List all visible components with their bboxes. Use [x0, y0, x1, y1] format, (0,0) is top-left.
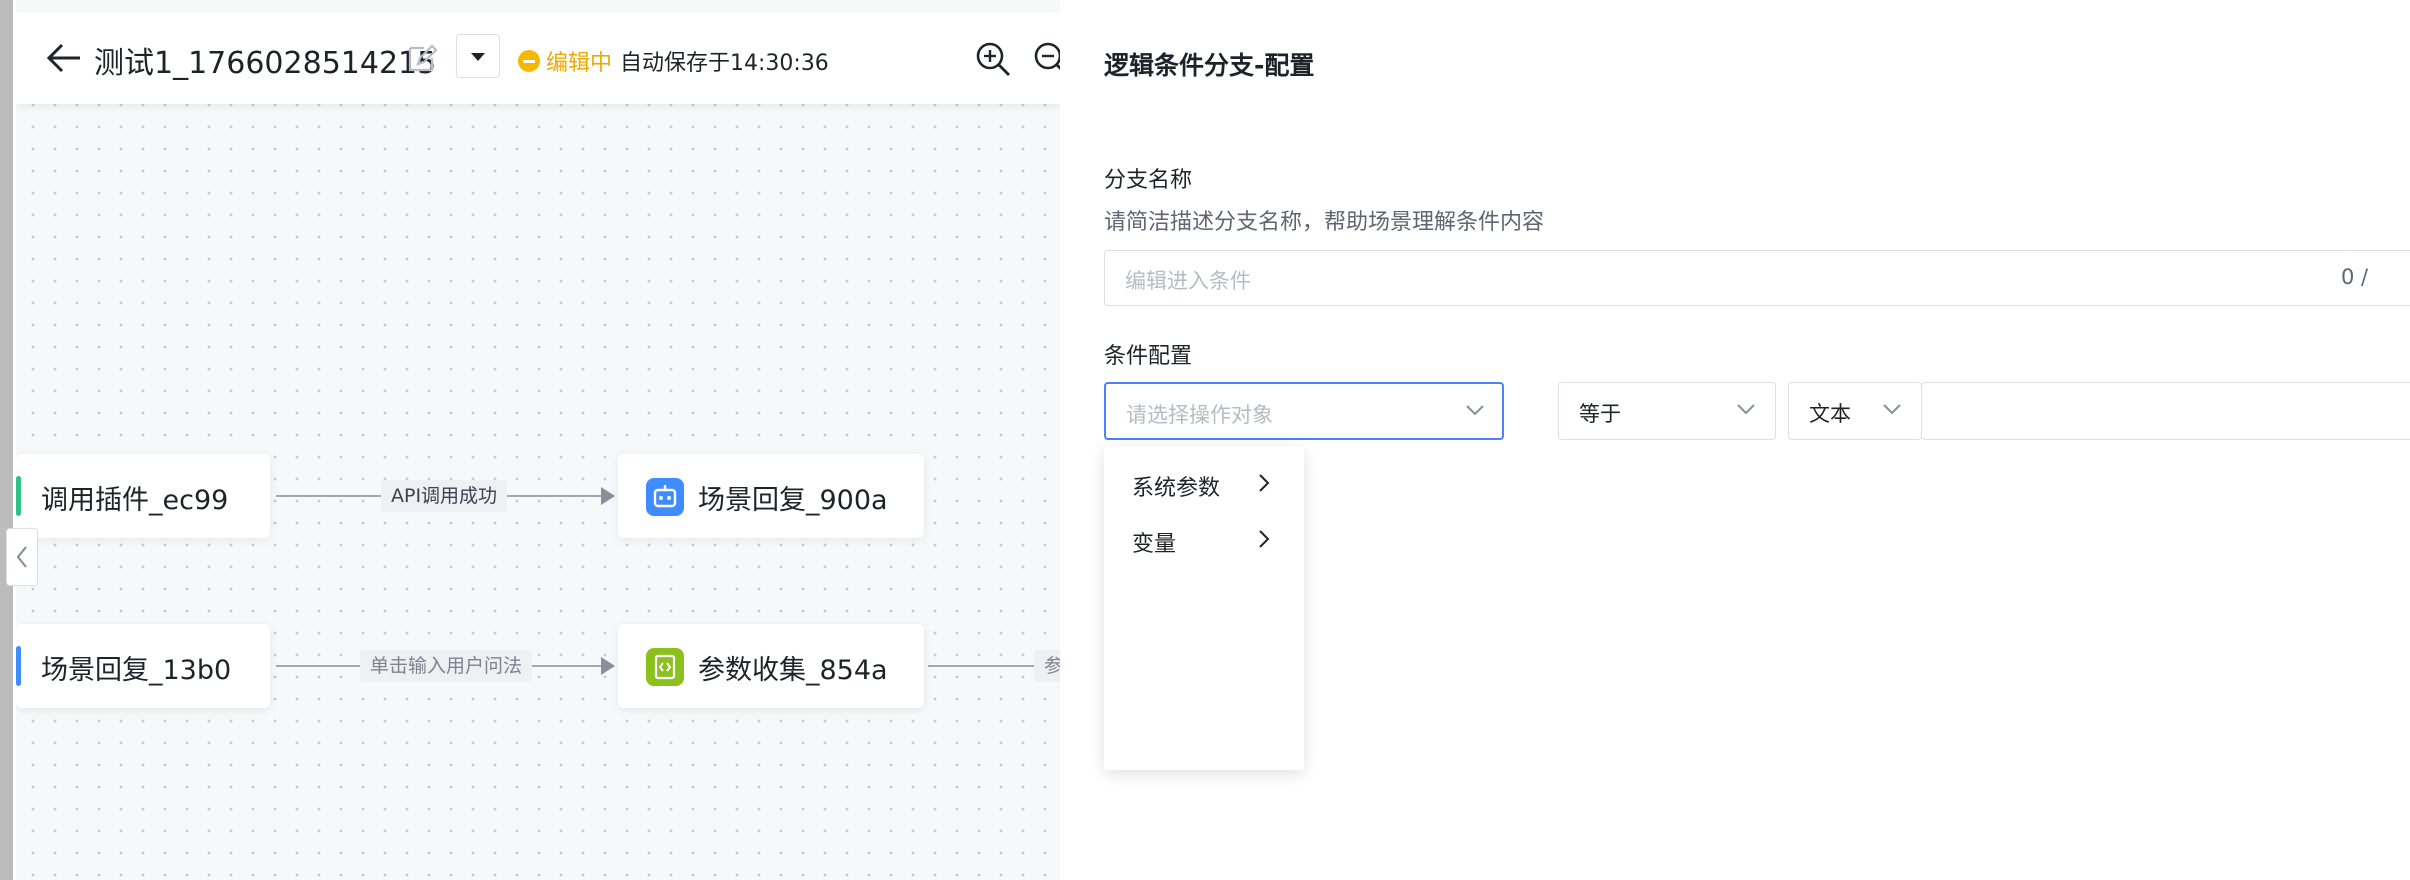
- object-select[interactable]: 请选择操作对象: [1104, 382, 1504, 440]
- flow-node-plugin[interactable]: 调用插件_ec99: [16, 454, 270, 538]
- menu-item-label: 系统参数: [1132, 476, 1221, 501]
- branch-name-placeholder: 编辑进入条件: [1125, 269, 1251, 293]
- flow-node-reply[interactable]: 场景回复_13b0: [16, 624, 270, 708]
- robot-icon: [646, 478, 684, 516]
- chevron-down-icon: [1883, 404, 1901, 415]
- chevron-left-icon: [16, 546, 27, 568]
- menu-item-label: 变量: [1132, 532, 1177, 557]
- edge-arrow: [601, 487, 615, 505]
- node-label: 参数收集_854a: [698, 655, 888, 686]
- branch-name-help: 请简洁描述分支名称，帮助场景理解条件内容: [1104, 210, 1545, 235]
- collapse-sidebar-button[interactable]: [6, 528, 38, 586]
- value-type: 文本: [1809, 402, 1851, 426]
- zoom-out-icon[interactable]: [1032, 40, 1060, 78]
- object-dropdown-menu: 系统参数 变量: [1104, 446, 1304, 770]
- flow-node-reply[interactable]: 场景回复_900a: [618, 454, 924, 538]
- branch-name-input[interactable]: 编辑进入条件 0 /: [1104, 250, 2410, 306]
- edge-label[interactable]: 单击输入用户问法: [360, 650, 533, 682]
- value-type-select[interactable]: 文本: [1788, 382, 1922, 440]
- status-icon: [518, 50, 540, 72]
- page-title: 测试1_1766028514215: [94, 46, 437, 81]
- autosave-text: 自动保存于14:30:36: [620, 51, 829, 76]
- panel-title: 逻辑条件分支-配置: [1104, 51, 1315, 80]
- node-label: 场景回复_13b0: [41, 655, 232, 686]
- menu-item-system-params[interactable]: 系统参数: [1104, 456, 1304, 510]
- code-form-icon: [646, 648, 684, 686]
- node-label: 场景回复_900a: [698, 485, 888, 516]
- back-arrow-icon[interactable]: [44, 40, 84, 76]
- value-input[interactable]: [1921, 382, 2410, 440]
- char-counter: 0 /: [2341, 265, 2369, 289]
- edit-icon[interactable]: [404, 40, 440, 76]
- edge-label[interactable]: API调用成功: [381, 480, 508, 512]
- operator-select[interactable]: 等于: [1558, 382, 1776, 440]
- node-label: 调用插件_ec99: [41, 485, 229, 516]
- edge-line: [928, 665, 1060, 667]
- editor-header: 测试1_1766028514215 编辑中 自动保存于14:30:36: [16, 12, 1060, 104]
- condition-label: 条件配置: [1104, 344, 1193, 369]
- chevron-right-icon: [1259, 530, 1270, 548]
- chevron-down-icon: [1466, 405, 1484, 416]
- edge-arrow: [601, 657, 615, 675]
- title-dropdown-button[interactable]: [456, 34, 500, 78]
- status-badge: 编辑中: [546, 51, 613, 76]
- chevron-down-icon: [1737, 404, 1755, 415]
- flow-node-collect[interactable]: 参数收集_854a: [618, 624, 924, 708]
- branch-name-label: 分支名称: [1104, 168, 1193, 193]
- node-accent: [16, 476, 21, 516]
- edge-label[interactable]: 参: [1034, 650, 1060, 682]
- object-select-placeholder: 请选择操作对象: [1126, 403, 1273, 427]
- left-edge-bar: [0, 0, 16, 880]
- operator-value: 等于: [1579, 402, 1621, 426]
- zoom-in-icon[interactable]: [974, 40, 1012, 78]
- chevron-right-icon: [1259, 474, 1270, 492]
- config-panel: 逻辑条件分支-配置 分支名称 请简洁描述分支名称，帮助场景理解条件内容 编辑进入…: [1060, 0, 2410, 880]
- node-accent: [16, 646, 21, 686]
- menu-item-variables[interactable]: 变量: [1104, 512, 1304, 566]
- flow-canvas[interactable]: API调用成功 单击输入用户问法 参 调用插件_ec99 场景回复_900a 场…: [16, 0, 1060, 880]
